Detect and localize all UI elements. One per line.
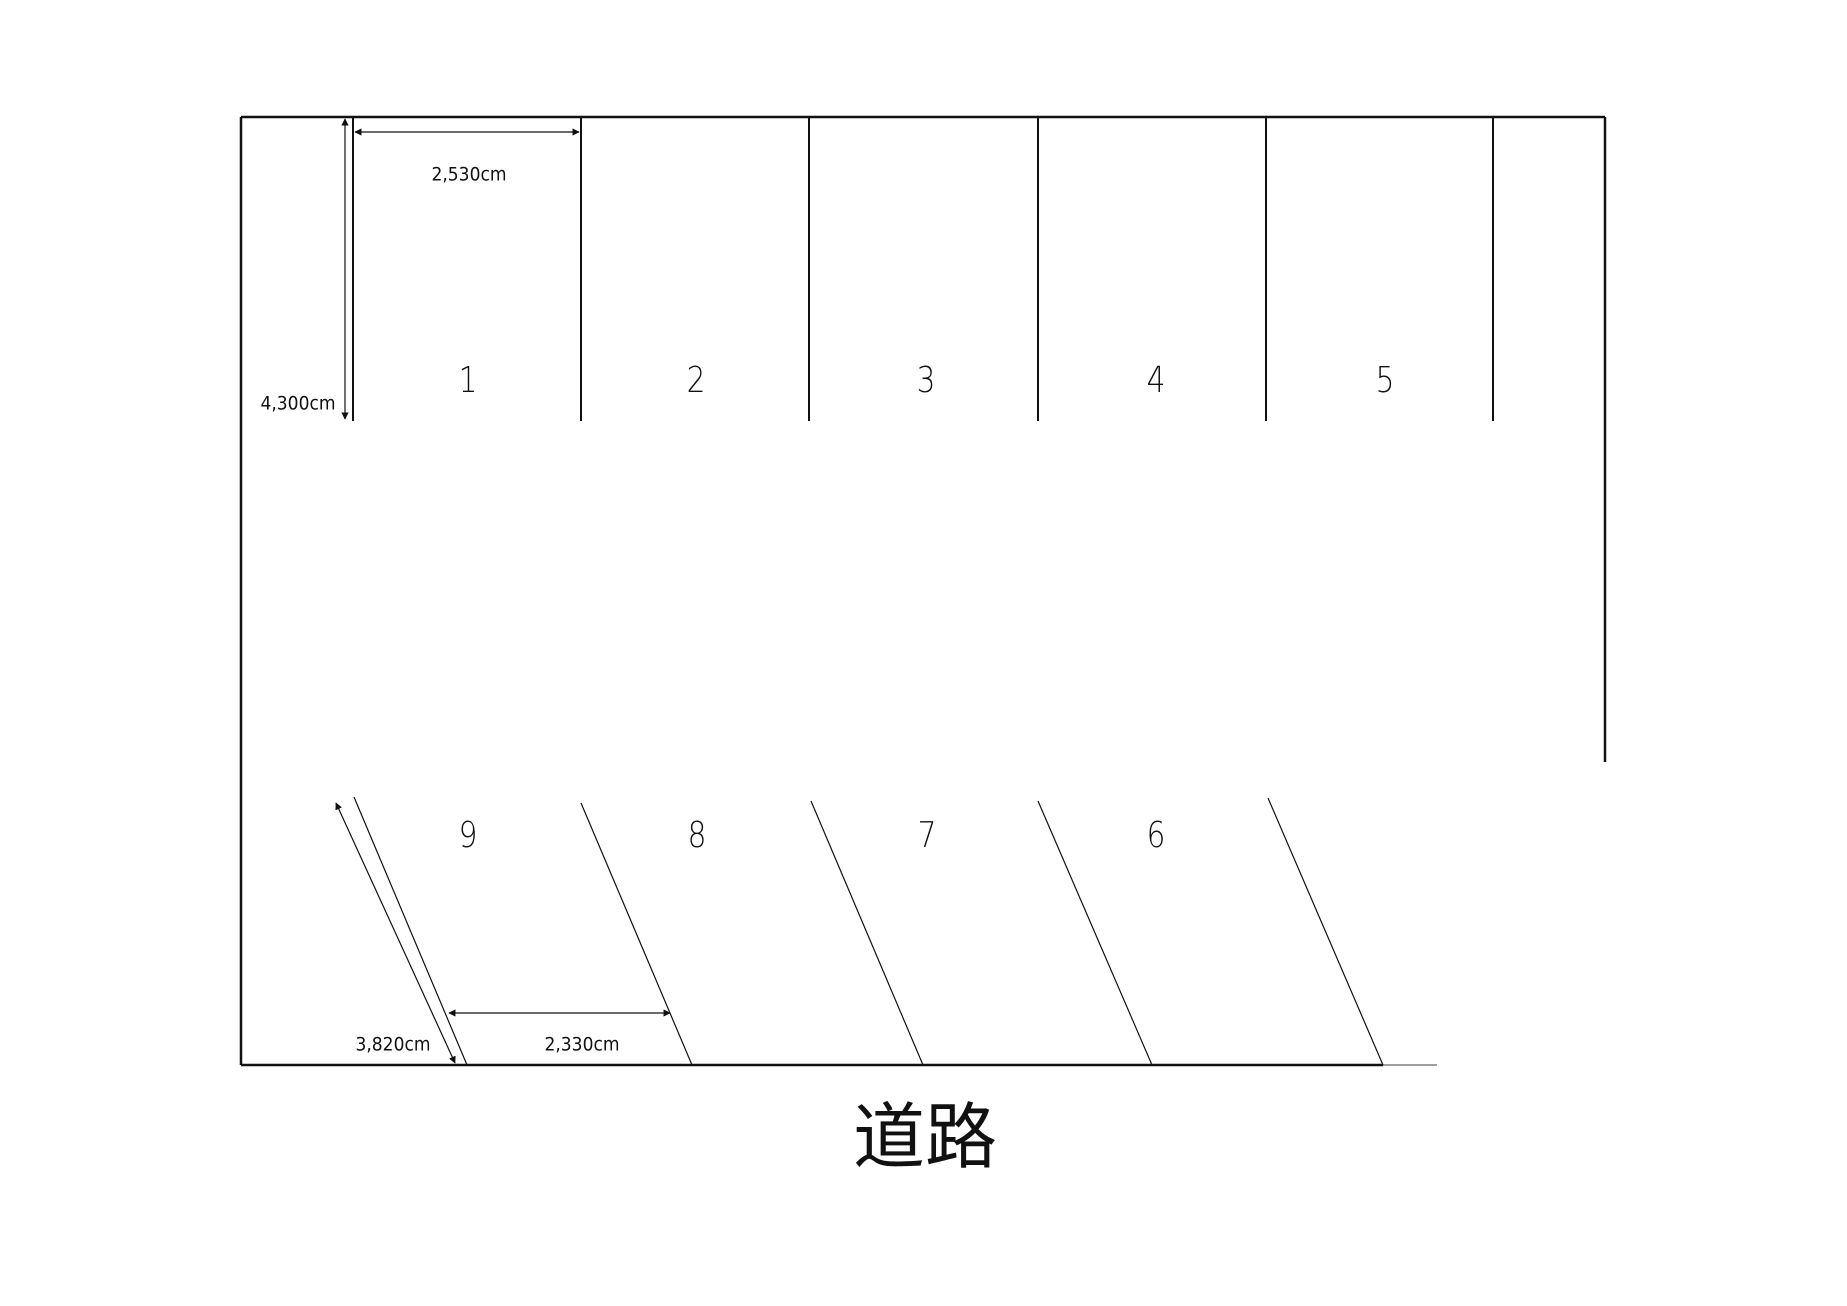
lot-boundary [239, 115, 1607, 1067]
top-slot-width-label: 2,530cm [431, 163, 507, 186]
angled-divider-line [810, 800, 924, 1066]
slot-number-3: 3 [916, 360, 936, 401]
slot-number-8: 8 [687, 815, 707, 856]
angled-divider-line [1037, 800, 1153, 1066]
slot-number-7: 7 [917, 815, 937, 856]
angled-length-arrow-icon [335, 802, 456, 1064]
slot-number-2: 2 [686, 360, 706, 401]
bottom-row-dividers [353, 796, 1384, 1066]
angled-slot-width-label: 2,330cm [544, 1033, 620, 1056]
road-label: 道路 [852, 1095, 998, 1179]
angled-slot-length-label: 3,820cm [355, 1033, 431, 1056]
slot-number-4: 4 [1146, 360, 1166, 401]
top-row-dividers [352, 117, 1494, 421]
slot-number-5: 5 [1375, 360, 1395, 401]
slot-number-1: 1 [458, 360, 478, 401]
slot-number-6: 6 [1146, 815, 1166, 856]
slot-number-9: 9 [458, 815, 478, 856]
angled-divider-line [1267, 797, 1384, 1066]
dimension-arrows [335, 118, 671, 1064]
angled-divider-line [353, 796, 468, 1066]
angled-divider-line [580, 802, 693, 1066]
top-slot-depth-label: 4,300cm [260, 392, 336, 415]
